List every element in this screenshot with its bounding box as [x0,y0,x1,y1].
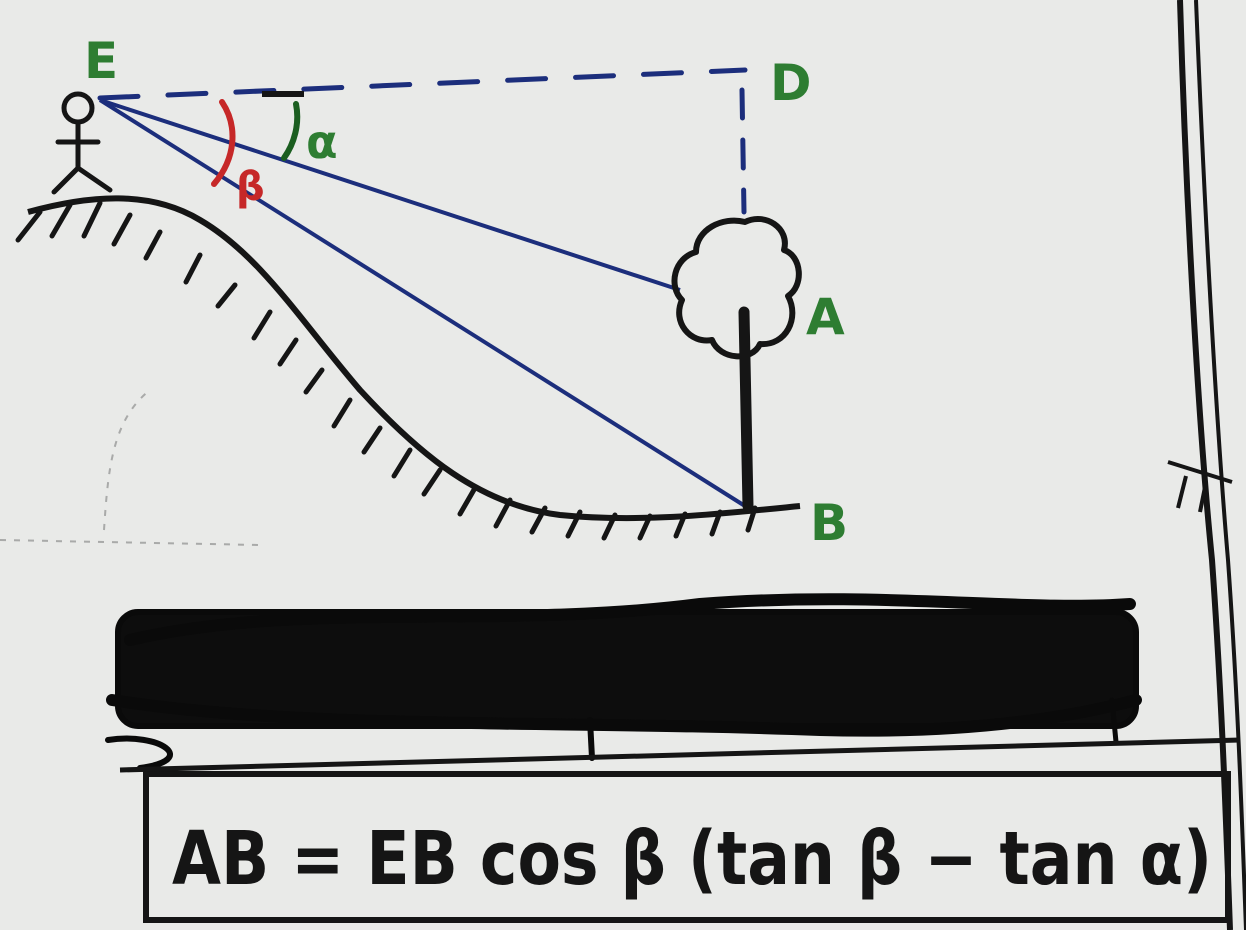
point-label-D: D [770,54,812,112]
formula-text: AB = EB cos β (tan β − tan α) [172,816,1212,902]
tree-crown [671,215,802,360]
hill-hatching [15,200,758,541]
alpha-arc [281,101,301,161]
horizontal-line-ED [97,67,748,101]
point-label-A: A [806,288,845,346]
faint-pencil-mark [0,389,261,546]
sight-line-EA [99,98,681,292]
point-label-E: E [84,32,118,90]
vertical-line-DA [739,87,747,215]
point-label-B: B [810,494,848,552]
margin-tick [1167,460,1233,513]
scribbled-out-text [105,593,1142,771]
angle-label-beta: β [236,164,265,210]
hill-ground [27,195,801,522]
angle-label-alpha: α [306,115,338,169]
beta-arc [211,99,236,187]
tree-trunk [738,306,754,512]
observer-figure [51,91,113,195]
formula-box [143,771,1231,923]
margin-line-inner [1194,0,1246,930]
formula-box-divider [119,737,1241,773]
sight-line-EB [98,98,747,508]
